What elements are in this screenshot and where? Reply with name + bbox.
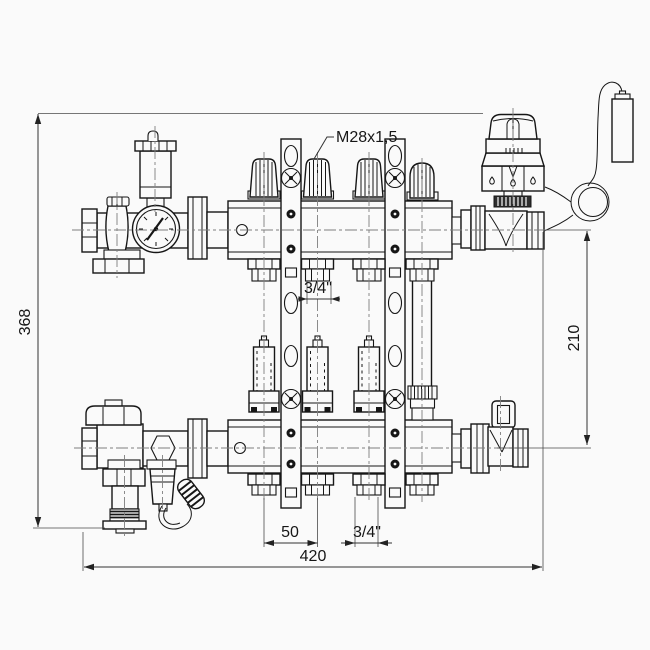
dimension-420: 420 (82, 232, 544, 571)
dim-368-label: 368 (17, 309, 34, 336)
capillary-coil (570, 182, 610, 222)
thread-callout-m28: M28x1,5 (313, 129, 397, 160)
return-ball-valve (81, 399, 189, 470)
bottom-manifold-ports (247, 473, 439, 496)
bypass-pipe (407, 281, 438, 421)
union-nut-bottom (187, 418, 229, 479)
bottom-manifold-bar (227, 419, 453, 474)
air-vent (134, 130, 177, 214)
dimension-210: 210 (497, 229, 591, 449)
remote-sensor (611, 90, 634, 163)
mounting-rail-left (281, 139, 301, 508)
capillary-tube (543, 81, 623, 232)
valve-cap-plug (176, 478, 206, 510)
dimension-368: 368 (17, 113, 483, 529)
dimension-three-quarter-top: 3/4" (298, 280, 340, 304)
shutoff-valve-right (451, 400, 529, 474)
dim-three-quarter-top-label: 3/4" (304, 280, 332, 297)
thread-callout-label: M28x1,5 (336, 129, 397, 146)
pressure-gauge (131, 204, 181, 254)
centerlines (72, 108, 548, 537)
dim-50-label: 50 (281, 524, 299, 541)
flow-meters (248, 335, 385, 413)
thermostatic-valve (451, 205, 545, 251)
dimension-three-quarter-bottom: 3/4" (341, 497, 392, 547)
thermostatic-valve-caps (247, 158, 386, 200)
dim-420-label: 420 (300, 548, 327, 565)
dim-three-quarter-bottom-label: 3/4" (353, 524, 381, 541)
top-manifold-ports (247, 258, 439, 282)
union-nut-top (187, 196, 229, 260)
manual-knob (406, 162, 439, 201)
mounting-rail-right (385, 139, 405, 508)
dimension-50: 50 (263, 498, 318, 547)
dim-210-label: 210 (566, 325, 583, 352)
